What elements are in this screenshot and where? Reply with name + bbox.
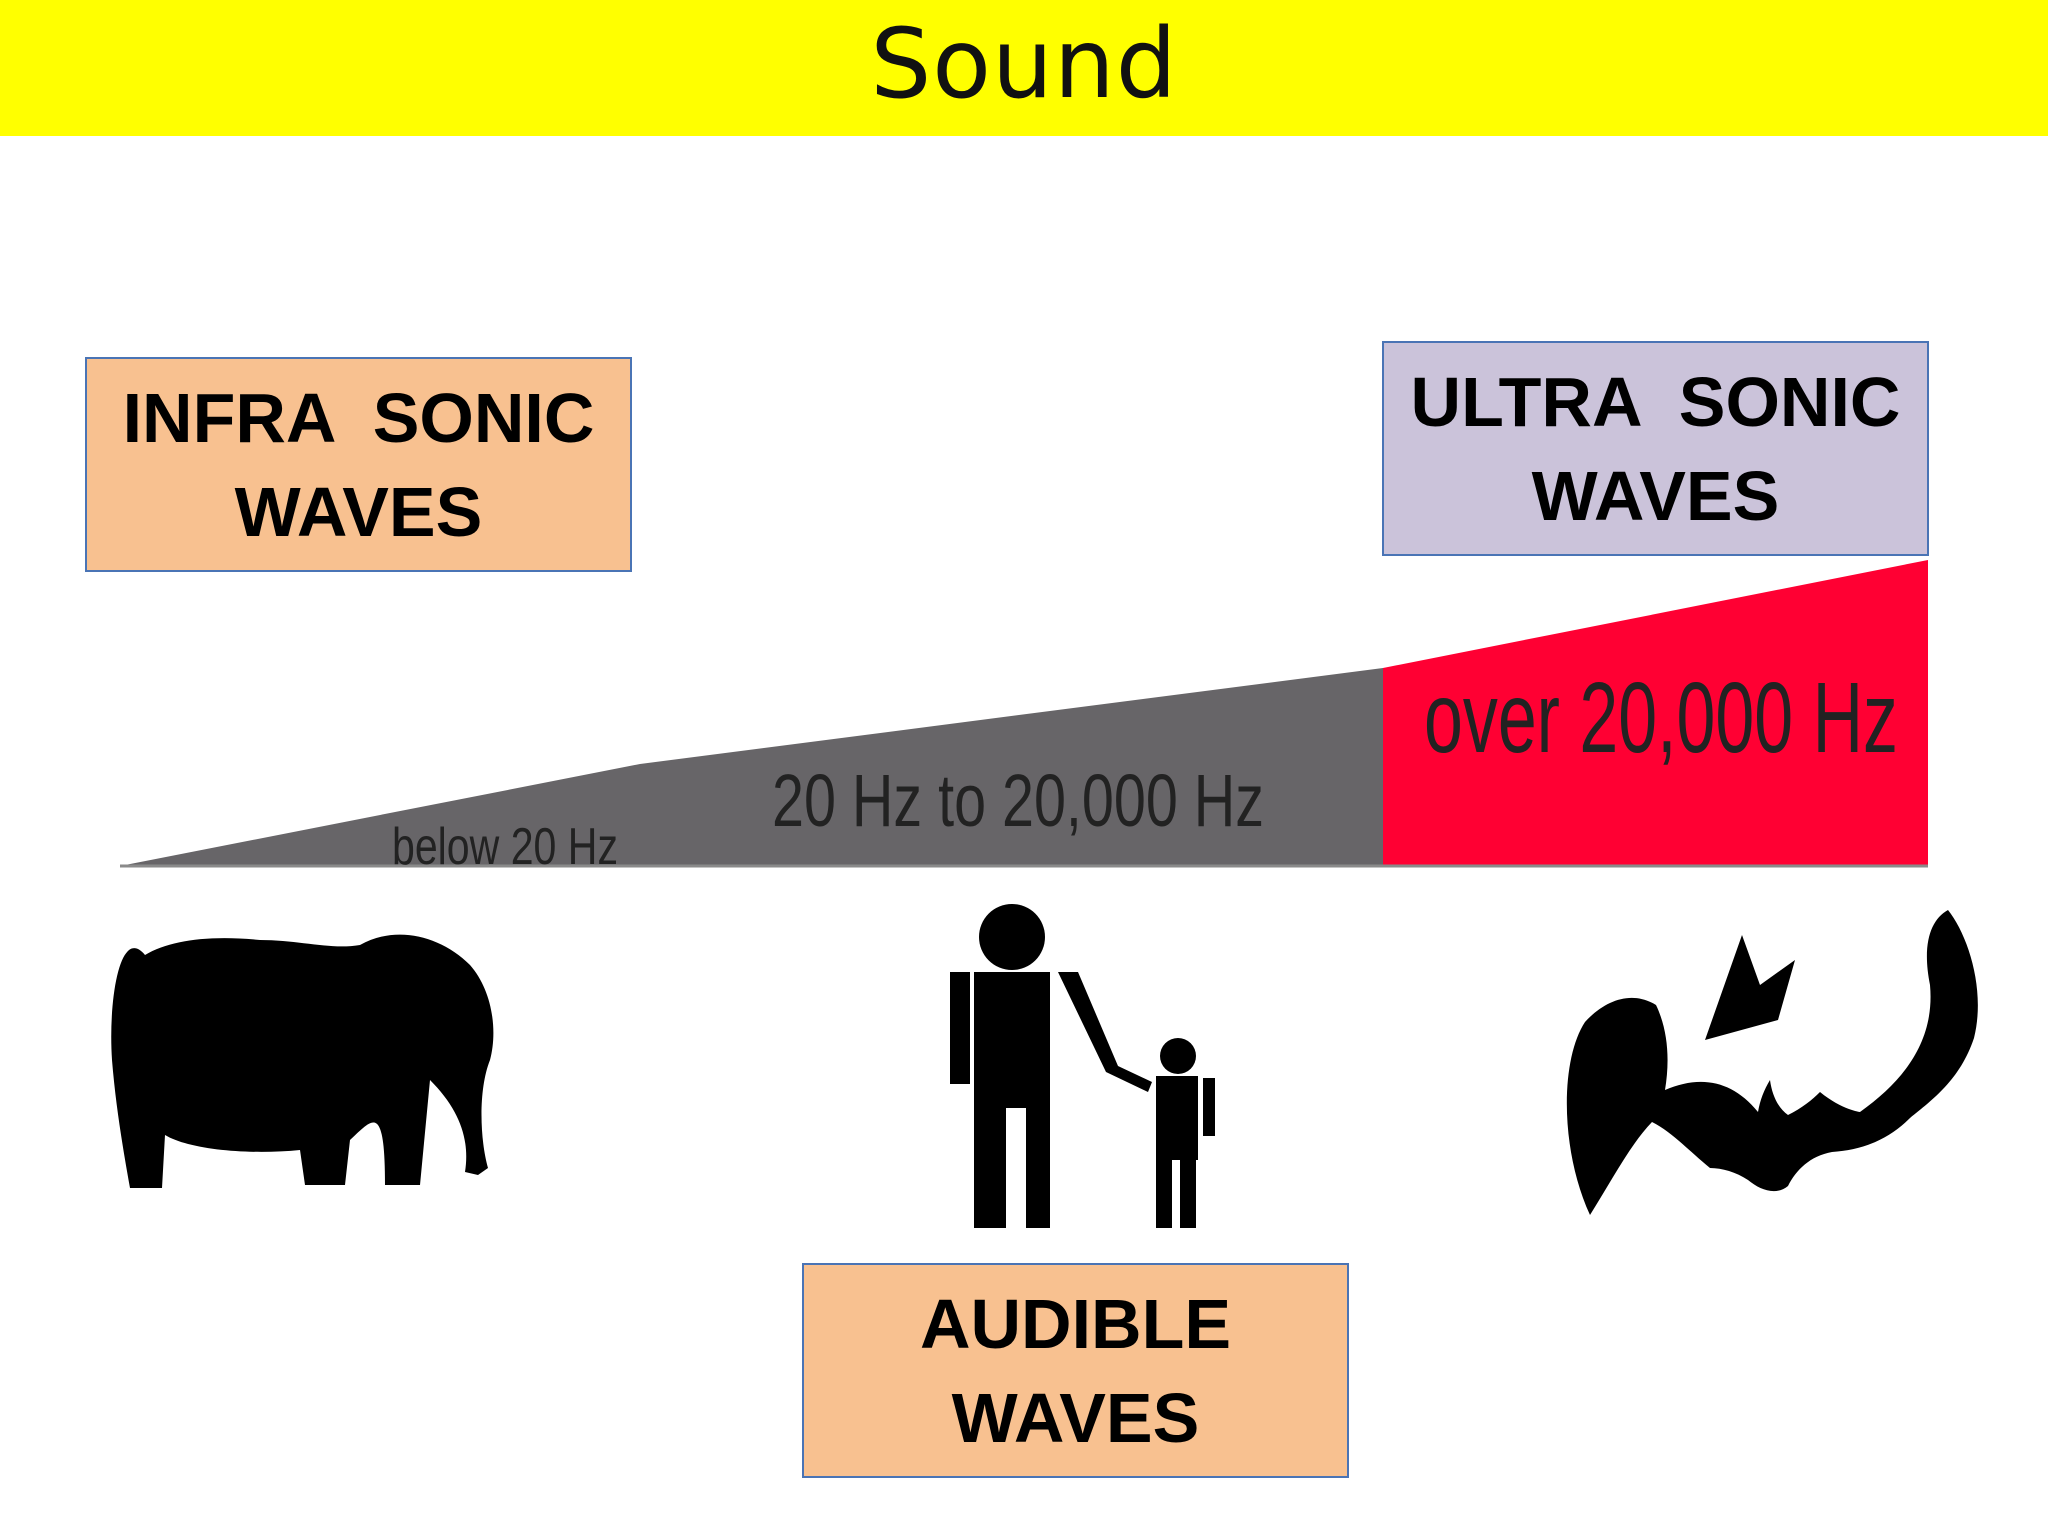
bat-icon: [1566, 910, 1978, 1215]
wedge-ultrasonic: [1383, 560, 1928, 866]
ultrasonic-title-line2: WAVES: [1531, 456, 1780, 535]
audible-title-line1: AUDIBLE: [919, 1284, 1232, 1363]
ultrasonic-title-line1: ULTRA SONIC: [1410, 362, 1901, 441]
audible-label-box: AUDIBLE WAVES: [802, 1263, 1349, 1478]
child-head: [1160, 1038, 1196, 1074]
ultrasonic-label-box: ULTRA SONIC WAVES: [1382, 341, 1929, 556]
page-title: Sound: [870, 8, 1178, 120]
adult-and-child-icon: [950, 904, 1215, 1228]
elephant-icon: [111, 934, 494, 1188]
range-label-infra: below 20 Hz: [392, 818, 618, 876]
range-label-audible: 20 Hz to 20,000 Hz: [772, 759, 1264, 842]
infrasonic-title-line1: INFRA SONIC: [122, 378, 595, 457]
range-label-ultra: over 20,000 Hz: [1424, 662, 1898, 774]
title-bar: Sound: [0, 0, 2048, 136]
wedge-infra-audible: [120, 668, 1383, 866]
adult-torso: [974, 972, 1050, 1108]
child-torso: [1156, 1076, 1198, 1160]
infrasonic-title-line2: WAVES: [234, 472, 483, 551]
infrasonic-label-box: INFRA SONIC WAVES: [85, 357, 632, 572]
audible-title-line2: WAVES: [951, 1378, 1200, 1457]
adult-head: [979, 904, 1045, 970]
